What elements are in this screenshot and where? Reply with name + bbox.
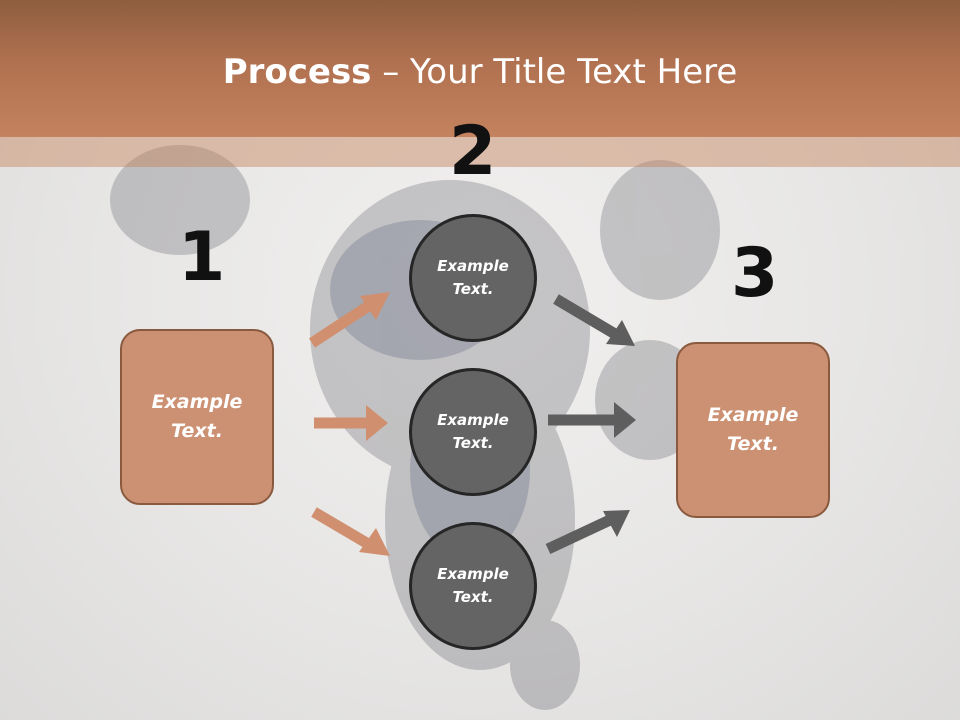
title-bar-band <box>0 137 960 167</box>
arrow-in-bottom <box>311 507 390 556</box>
step-2-circle-middle: Example Text. <box>409 368 537 496</box>
step-2-circle-top: Example Text. <box>409 214 537 342</box>
title-bold: Process <box>222 52 372 92</box>
step-number-3: 3 <box>731 234 779 313</box>
arrow-out-bottom <box>545 510 630 554</box>
arrow-in-middle <box>314 405 388 441</box>
step-number-1: 1 <box>178 218 226 297</box>
arrow-in-top <box>308 292 390 348</box>
step-3-text-line2: Text. <box>727 433 779 455</box>
arrow-out-top <box>553 294 635 346</box>
step-1-text-line2: Text. <box>171 420 223 442</box>
circle-bottom-line2: Text. <box>452 588 494 606</box>
step-2-circle-bottom: Example Text. <box>409 522 537 650</box>
circle-middle-line2: Text. <box>452 434 494 452</box>
title-bar <box>0 0 960 137</box>
step-number-2: 2 <box>449 112 497 191</box>
step-3-text-line1: Example <box>707 404 799 426</box>
step-3-box: Example Text. <box>676 342 830 518</box>
circle-middle-line1: Example <box>437 411 509 429</box>
step-1-box: Example Text. <box>120 329 274 505</box>
circle-top-line1: Example <box>437 257 509 275</box>
slide-title: Process – Your Title Text Here <box>0 52 960 92</box>
circle-top-line2: Text. <box>452 280 494 298</box>
step-1-text-line1: Example <box>151 391 243 413</box>
circle-bottom-line1: Example <box>437 565 509 583</box>
arrow-out-middle <box>548 402 636 438</box>
title-rest: – Your Title Text Here <box>371 52 738 92</box>
